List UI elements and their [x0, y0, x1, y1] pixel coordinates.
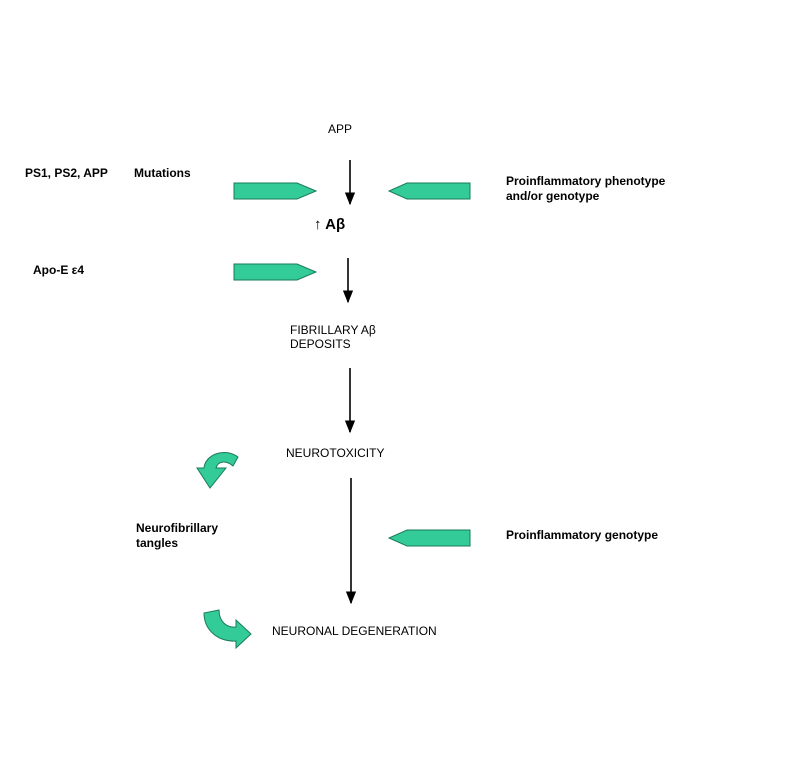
curved-arrow-to-tangles: [196, 452, 239, 489]
label-apoe: Apo-E ε4: [33, 263, 85, 277]
node-fibrillary-deposits-line2: DEPOSITS: [290, 337, 351, 351]
label-proinflammatory-genotype: Proinflammatory genotype: [506, 528, 659, 542]
label-mutations: Mutations: [134, 166, 191, 180]
label-proinflammatory-phenotype-line1: Proinflammatory phenotype: [506, 174, 666, 188]
node-app: APP: [328, 122, 353, 136]
block-arrow-proinflammatory-genotype: [387, 529, 471, 547]
label-ps-genes: PS1, PS2, APP: [25, 166, 108, 180]
block-arrow-proinflammatory-phenotype: [387, 182, 471, 200]
block-arrow-mutations: [233, 182, 318, 200]
node-abeta-increase: ↑ Aβ: [314, 216, 346, 233]
label-neurofibrillary-line2: tangles: [136, 536, 179, 550]
label-proinflammatory-phenotype-line2: and/or genotype: [506, 189, 600, 203]
node-fibrillary-deposits-line1: FIBRILLARY Aβ: [290, 323, 376, 337]
node-neurotoxicity: NEUROTOXICITY: [286, 446, 385, 460]
curved-arrow-to-degeneration: [203, 609, 252, 650]
node-neuronal-degeneration: NEURONAL DEGENERATION: [272, 624, 437, 638]
block-arrow-apoe: [233, 263, 318, 281]
label-neurofibrillary-line1: Neurofibrillary: [136, 521, 219, 535]
